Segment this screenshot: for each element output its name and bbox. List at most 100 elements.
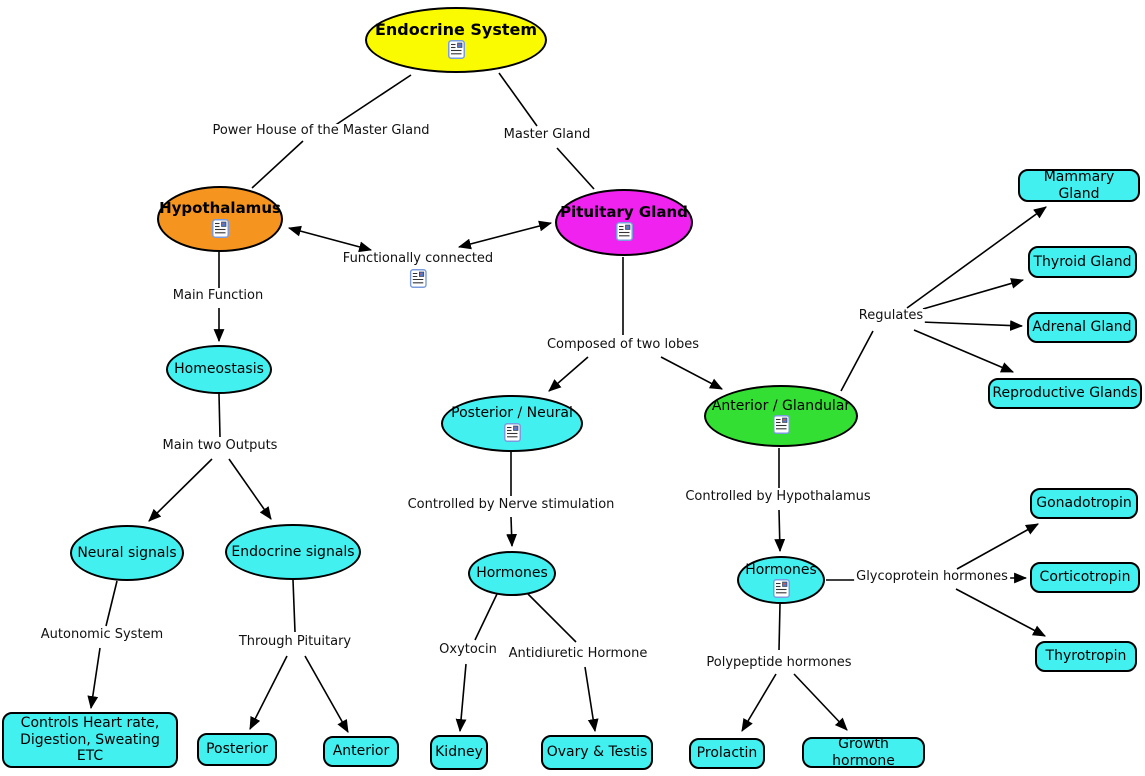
- node-prolactin[interactable]: Prolactin: [689, 738, 765, 769]
- link-label-text: Glycoprotein hormones: [856, 569, 1008, 584]
- edge-glycoprotein-hormones-to-thyrotropin: [955, 588, 1046, 637]
- edge-composed-of-two-lobes-to-anterior-glandular: [660, 356, 723, 390]
- edge-neural-signals-to-autonomic-system: [105, 580, 118, 627]
- resource-icon[interactable]: [409, 269, 427, 289]
- edge-power-house-to-hypothalamus: [251, 140, 304, 189]
- node-label: Controls Heart rate, Digestion, Sweating…: [20, 715, 160, 765]
- node-label: Corticotropin: [1039, 569, 1131, 586]
- node-label: Hormones: [476, 565, 548, 582]
- node-adrenal-gland[interactable]: Adrenal Gland: [1027, 312, 1137, 343]
- node-homeostasis[interactable]: Homeostasis: [166, 345, 272, 394]
- edge-controlled-by-nerve-to-hormones-posterior: [506, 516, 518, 548]
- node-label: Mammary Gland: [1043, 168, 1115, 202]
- node-label: Gonadotropin: [1036, 495, 1132, 512]
- link-label-antidiuretic-hormone[interactable]: Antidiuretic Hormone: [506, 646, 650, 662]
- node-label: Anterior: [332, 743, 390, 760]
- node-label: Pituitary Gland: [560, 202, 688, 221]
- node-label: Endocrine signals: [231, 543, 355, 560]
- link-label-functionally-connected[interactable]: Functionally connected: [340, 251, 496, 289]
- node-label: Hypothalamus: [159, 199, 281, 218]
- link-label-main-function[interactable]: Main Function: [170, 288, 266, 304]
- edge-polypeptide-hormones-to-growth-hormone: [793, 673, 848, 731]
- node-pituitary-gland[interactable]: Pituitary Gland: [555, 189, 693, 256]
- link-label-through-pituitary[interactable]: Through Pituitary: [236, 634, 354, 650]
- edge-functionally-connected-to-pituitary-gland: [457, 220, 553, 250]
- link-label-master-gland[interactable]: Master Gland: [501, 127, 593, 143]
- edge-composed-of-two-lobes-to-posterior-neural: [548, 356, 589, 392]
- resource-icon[interactable]: [503, 422, 521, 442]
- node-growth-hormone[interactable]: Growth hormone: [802, 736, 925, 769]
- link-label-controlled-by-hypothalamus[interactable]: Controlled by Hypothalamus: [683, 489, 873, 505]
- link-label-text: Main two Outputs: [162, 438, 278, 453]
- node-endocrine-signals[interactable]: Endocrine signals: [225, 524, 361, 580]
- edge-antidiuretic-hormone-to-ovary-testis: [584, 666, 599, 733]
- link-label-text: Oxytocin: [439, 642, 497, 657]
- edge-controlled-by-hypothalamus-to-hormones-anterior: [774, 509, 786, 553]
- edge-endocrine-system-to-power-house: [333, 74, 412, 127]
- node-label: Posterior / Neural: [451, 405, 573, 422]
- node-reproductive-glands[interactable]: Reproductive Glands: [988, 378, 1142, 409]
- node-hypothalamus[interactable]: Hypothalamus: [157, 186, 283, 252]
- edge-hypothalamus-to-functionally-connected: [287, 225, 373, 253]
- link-label-text: Controlled by Hypothalamus: [685, 489, 871, 504]
- link-label-autonomic-system[interactable]: Autonomic System: [38, 627, 166, 643]
- node-hormones-anterior[interactable]: Hormones: [737, 556, 825, 604]
- edge-hormones-anterior-to-polypeptide-hormones: [778, 603, 781, 651]
- link-label-composed-of-two-lobes[interactable]: Composed of two lobes: [544, 337, 702, 353]
- resource-icon[interactable]: [211, 218, 229, 238]
- edge-through-pituitary-to-posterior-box: [249, 655, 288, 730]
- node-label: Ovary & Testis: [546, 744, 648, 761]
- link-label-text: Composed of two lobes: [546, 337, 700, 352]
- node-label: Neural signals: [77, 544, 177, 561]
- link-label-text: Functionally connected: [342, 251, 494, 266]
- node-anterior-glandular[interactable]: Anterior / Glandular: [704, 385, 858, 447]
- link-label-text: Master Gland: [503, 127, 591, 142]
- node-corticotropin[interactable]: Corticotropin: [1030, 562, 1140, 593]
- node-thyrotropin[interactable]: Thyrotropin: [1035, 641, 1137, 672]
- edge-regulates-to-mammary-gland: [906, 206, 1047, 309]
- link-label-regulates[interactable]: Regulates: [856, 308, 926, 324]
- node-label: Thyrotropin: [1045, 648, 1127, 665]
- link-label-glycoprotein-hormones[interactable]: Glycoprotein hormones: [854, 569, 1010, 585]
- node-anterior-box[interactable]: Anterior: [323, 736, 399, 767]
- edge-polypeptide-hormones-to-prolactin: [741, 673, 777, 732]
- link-label-oxytocin[interactable]: Oxytocin: [437, 642, 499, 658]
- edge-hormones-posterior-to-oxytocin: [474, 593, 498, 641]
- edge-anterior-glandular-to-regulates: [840, 330, 874, 392]
- resource-icon[interactable]: [772, 415, 790, 435]
- node-mammary-gland[interactable]: Mammary Gland: [1018, 169, 1140, 202]
- resource-icon[interactable]: [772, 579, 790, 599]
- link-label-main-two-outputs[interactable]: Main two Outputs: [160, 438, 280, 454]
- node-thyroid-gland[interactable]: Thyroid Gland: [1028, 246, 1137, 278]
- node-label: Adrenal Gland: [1032, 319, 1132, 336]
- node-kidney[interactable]: Kidney: [430, 735, 488, 770]
- node-neural-signals[interactable]: Neural signals: [70, 525, 184, 581]
- link-label-polypeptide-hormones[interactable]: Polypeptide hormones: [704, 655, 854, 671]
- link-label-text: Controlled by Nerve stimulation: [407, 497, 615, 512]
- node-label: Kidney: [435, 744, 483, 761]
- edge-master-gland-to-pituitary-gland: [556, 147, 595, 190]
- node-controls-heart-rate[interactable]: Controls Heart rate, Digestion, Sweating…: [2, 712, 178, 768]
- node-endocrine-system[interactable]: Endocrine System: [365, 7, 547, 73]
- edge-homeostasis-to-main-two-outputs: [218, 393, 221, 438]
- link-label-controlled-by-nerve[interactable]: Controlled by Nerve stimulation: [405, 497, 617, 513]
- link-label-power-house[interactable]: Power House of the Master Gland: [210, 123, 432, 139]
- resource-icon[interactable]: [615, 222, 633, 242]
- link-label-text: Polypeptide hormones: [706, 655, 852, 670]
- node-posterior-box[interactable]: Posterior: [197, 733, 277, 766]
- link-label-text: Power House of the Master Gland: [212, 123, 430, 138]
- edge-regulates-to-adrenal-gland: [920, 320, 1024, 331]
- node-hormones-posterior[interactable]: Hormones: [468, 551, 556, 596]
- edge-regulates-to-reproductive-glands: [913, 329, 1014, 373]
- edge-hormones-posterior-to-antidiuretic-hormone: [527, 593, 577, 643]
- resource-icon[interactable]: [447, 40, 465, 60]
- link-label-text: Regulates: [858, 308, 924, 323]
- link-label-text: Autonomic System: [40, 627, 164, 642]
- node-label: Thyroid Gland: [1033, 253, 1132, 270]
- node-ovary-testis[interactable]: Ovary & Testis: [541, 735, 653, 770]
- node-gonadotropin[interactable]: Gonadotropin: [1030, 488, 1138, 519]
- node-label: Prolactin: [696, 745, 758, 762]
- node-posterior-neural[interactable]: Posterior / Neural: [441, 395, 583, 452]
